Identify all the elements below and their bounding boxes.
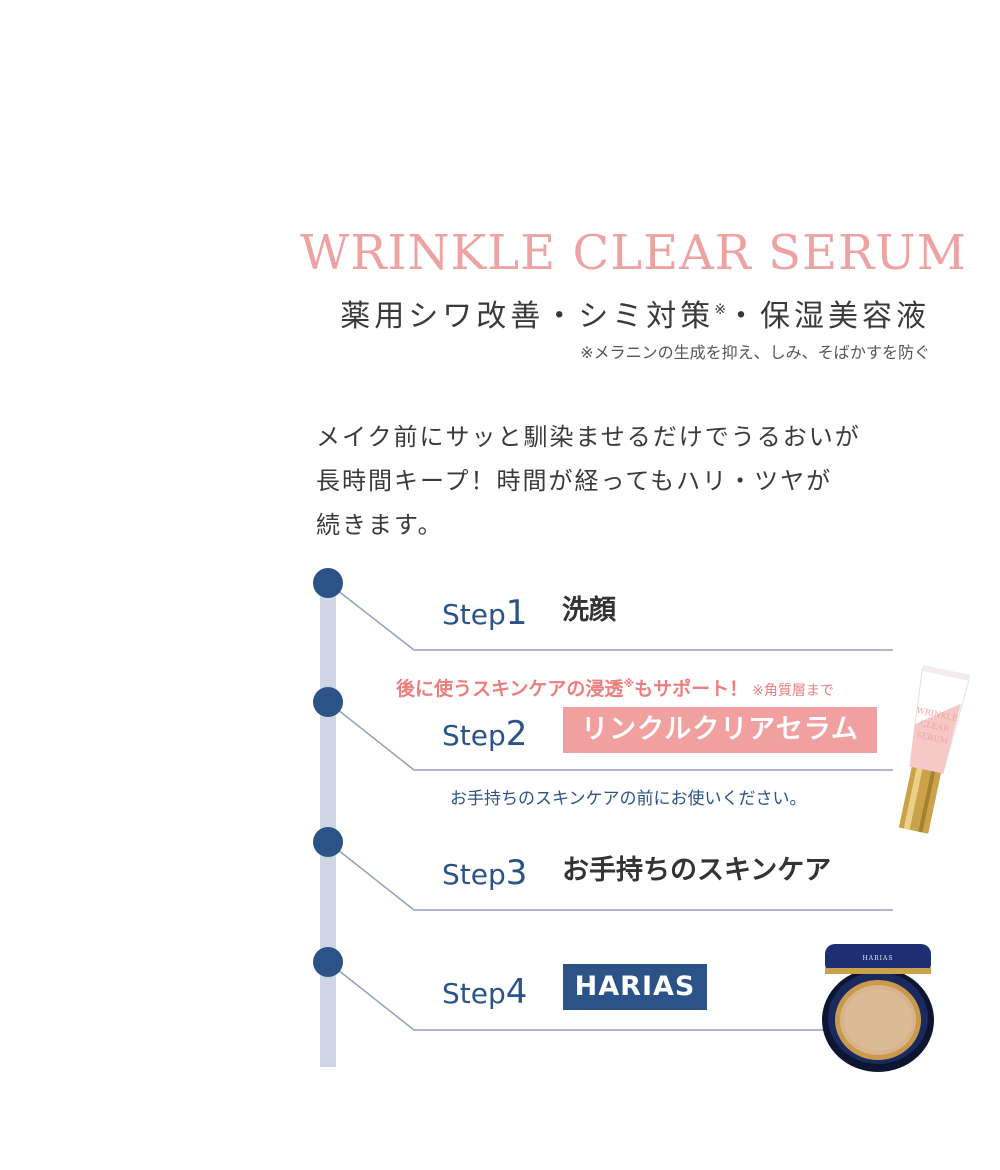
step3-connector: [327, 841, 893, 911]
step3-dot: [313, 827, 343, 857]
product-subtitle: 薬用シワ改善・シミ対策※・保湿美容液: [340, 299, 930, 334]
description: メイク前にサッと馴染ませるだけでうるおいが 長時間キープ！時間が経ってもハリ・ツ…: [316, 415, 956, 547]
step4-label: Step4: [442, 972, 528, 1012]
serum-tube-image: WRINKLE CLEAR SERUM: [898, 664, 970, 834]
step4-dot: [313, 947, 343, 977]
footnote: ※メラニンの生成を抑え、しみ、そばかすを防ぐ: [580, 343, 930, 362]
svg-text:HARIAS: HARIAS: [863, 955, 894, 962]
cushion-compact-image: HARIAS: [822, 944, 934, 1072]
step1-connector: [327, 582, 893, 651]
step2-product-badge: リンクルクリアセラム: [563, 707, 877, 753]
step3-text: お手持ちのスキンケア: [562, 855, 832, 886]
step1-text: 洗顔: [562, 595, 616, 626]
step2-connector: [327, 701, 893, 771]
description-line: 長時間キープ！時間が経ってもハリ・ツヤが: [316, 467, 833, 495]
step4-brand-badge: HARIAS: [563, 964, 707, 1010]
support-text: 後に使うスキンケアの浸透※もサポート！※角質層まで: [396, 677, 834, 700]
product-title: WRINKLE CLEAR SERUM: [300, 225, 967, 281]
description-line: メイク前にサッと馴染ませるだけでうるおいが: [316, 423, 861, 451]
step1-label: Step1: [442, 593, 528, 633]
step2-label: Step2: [442, 714, 528, 754]
step4-connector: [327, 961, 830, 1031]
step3-label: Step3: [442, 853, 528, 893]
description-line: 続きます。: [316, 511, 444, 539]
step2-dot: [313, 687, 343, 717]
usage-note: お手持ちのスキンケアの前にお使いください。: [450, 789, 807, 809]
step1-dot: [313, 568, 343, 598]
